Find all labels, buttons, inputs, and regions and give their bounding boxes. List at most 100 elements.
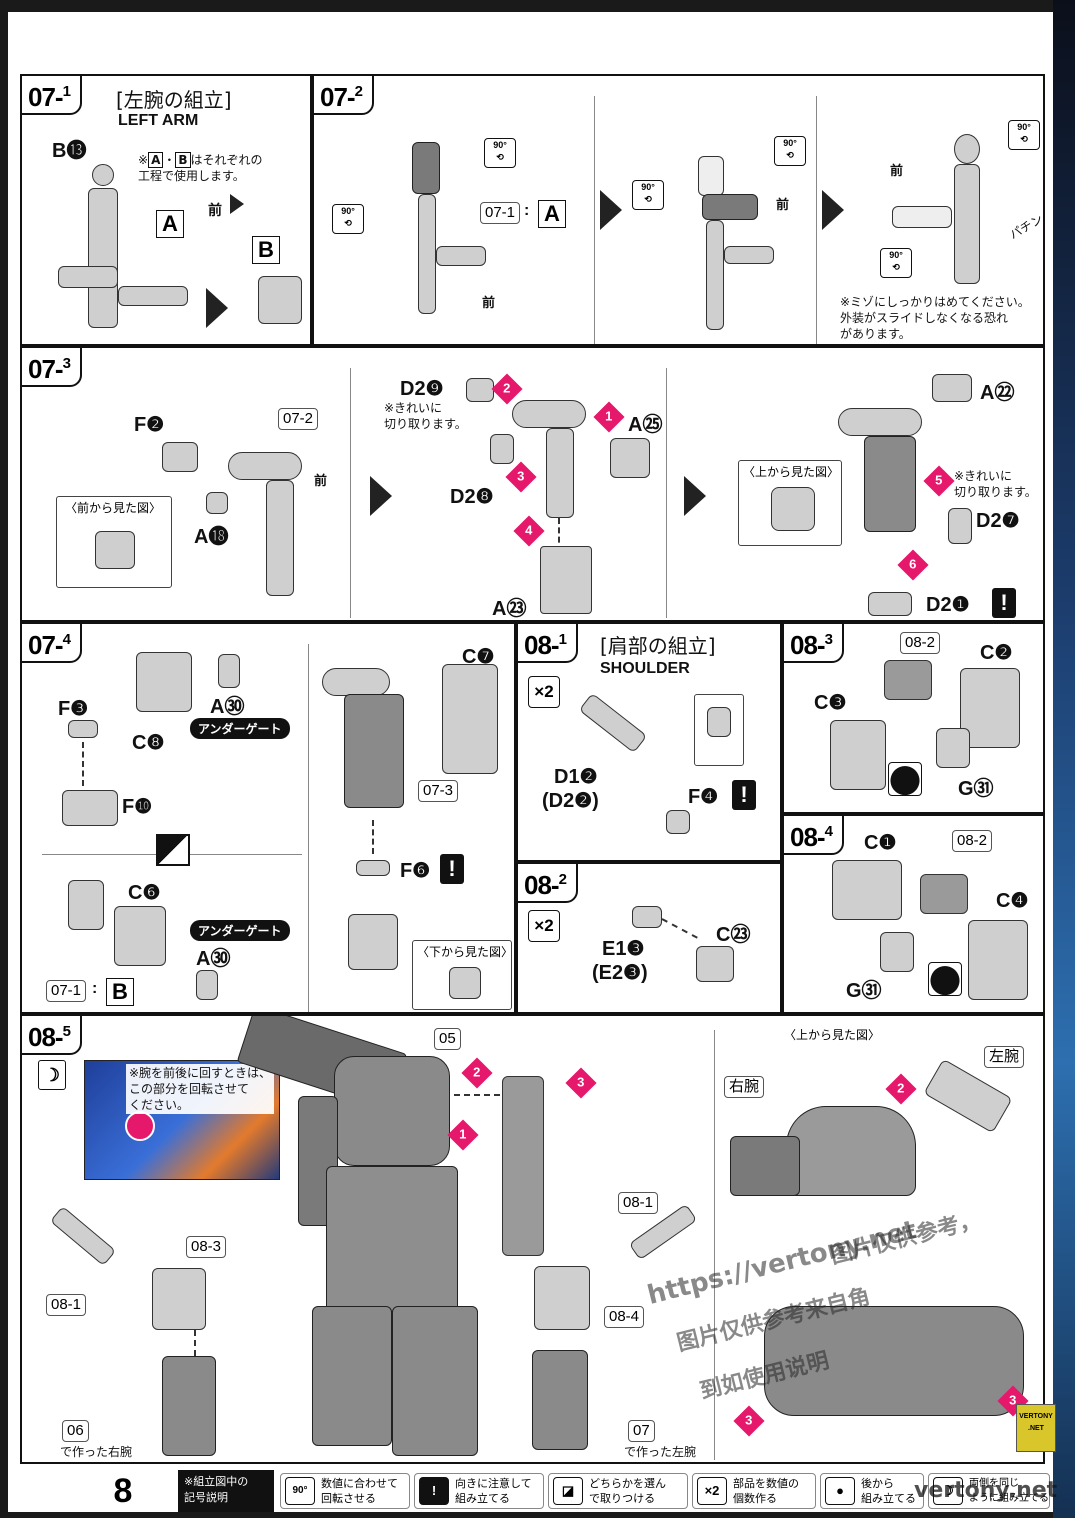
shoulder-joint-part [322, 668, 390, 696]
front-label: 前 [314, 473, 328, 488]
shoulder-joint-part [228, 452, 302, 480]
part-c7 [442, 664, 498, 774]
page-number: 8 [78, 1470, 168, 1512]
part-c4 [968, 920, 1028, 1000]
ref-07-1: 07-1 [46, 980, 87, 1002]
mirror-both-sides-icon: ☽ [38, 1060, 66, 1090]
step-number: 08-5 [22, 1016, 82, 1055]
hand-part-b [258, 276, 302, 324]
part-label-c1: C❶ [864, 832, 897, 854]
panel-07-4: 07-4 A㉚ アンダーゲート F❸ C❽ F❿ C❻ アンダーゲート A㉚ 0… [20, 622, 516, 1014]
torso-top-view [786, 1106, 916, 1196]
part-g31 [936, 728, 970, 768]
shoulder-joint-part [412, 142, 440, 194]
made-right-arm-label: で作った右腕 [60, 1445, 133, 1459]
vertony-badge-logo: VERTONY.NET [1016, 1404, 1056, 1452]
ref-07-3: 07-3 [418, 780, 459, 802]
assembly-guide [372, 820, 374, 854]
clean-cut-note: ※きれいに 切り取ります。 [384, 401, 467, 431]
panel-08-2: 08-2 ×2 C㉓ E1❸ (E2❸) [516, 862, 782, 1014]
step-number: 07-4 [22, 624, 82, 663]
orientation-warning-icon: ! [440, 854, 464, 884]
ref-08-1: 08-1 [46, 1294, 87, 1316]
assembled-top-view [764, 1306, 1024, 1416]
part-g31 [880, 932, 914, 972]
ref-06: 06 [62, 1420, 89, 1442]
legend-title: ※組立図中の 記号説明 [178, 1470, 274, 1512]
divider [308, 644, 309, 1012]
ref-08-4: 08-4 [604, 1306, 645, 1328]
panel-08-3: 08-3 08-2 C❷ C❸ G㉛ [782, 622, 1045, 814]
rotate-90-icon: 90°⟲ [1008, 120, 1040, 150]
label-box-b: B [106, 978, 134, 1006]
next-step-arrow-icon [370, 476, 392, 516]
rotate-90-icon: 90°⟲ [484, 138, 516, 168]
legend-orientation: ! 向きに注意して 組み立てる [414, 1473, 544, 1509]
part-d21 [868, 592, 912, 616]
part-label-b13: B⓭ [52, 140, 87, 162]
arm-frame-part [706, 220, 724, 330]
part-label-e13: E1❸ [602, 938, 645, 960]
part-label-c4: C❹ [996, 890, 1029, 912]
step-marker-2: 2 [885, 1073, 917, 1105]
later-assembly-icon: ● [825, 1477, 855, 1505]
part-a18 [206, 492, 228, 514]
rotate-90-icon: 90°⟲ [332, 204, 364, 234]
front-view-box: 〈前から見た図〉 [56, 496, 172, 588]
part-label-d28: D2❽ [450, 486, 494, 508]
ref-07: 07 [628, 1420, 655, 1442]
shoulder-joint-part [702, 194, 758, 220]
part-label-f4: F❹ [688, 786, 719, 808]
step-number: 07-3 [22, 348, 82, 387]
ref-07-1: 07-1 [480, 202, 521, 224]
right-arm-top-view [730, 1136, 800, 1196]
left-arm-label: 左腕 [984, 1046, 1025, 1068]
part-a23 [540, 546, 592, 614]
shoulder-joint-part [512, 400, 586, 428]
front-label: 前 [482, 295, 496, 310]
part-label-d12: D1❷ [554, 766, 598, 788]
legend-text: どちらかを選ん で取りつける [589, 1477, 666, 1505]
legend-mirror: ☽ 両側を同じ ように組み立てる [928, 1473, 1050, 1509]
shoulder-joint-part [838, 408, 922, 436]
shoulder-08-3 [152, 1268, 206, 1330]
arm-side-ghost [892, 206, 952, 228]
legend-later: ● 後から 組み立てる [820, 1473, 924, 1509]
make-two-icon: ×2 [528, 910, 560, 942]
waist-part [326, 1166, 458, 1316]
panel-08-4: 08-4 C❶ 08-2 C❹ G㉛ [782, 814, 1045, 1014]
rotation-note: ※腕を前後に回すときは、 この部分を回転させて ください。 [126, 1064, 275, 1114]
arm-connector-part [118, 286, 188, 306]
panel-07-3: 07-3 F❷ 〈前から見た図〉 07-2 A⓲ 前 D2❾ ※きれいに 切り取… [20, 346, 1045, 622]
part-f6 [356, 860, 390, 876]
part-top-view [771, 487, 815, 531]
part-f10 [62, 790, 118, 826]
rotate-90-icon: 90°⟲ [774, 136, 806, 166]
step-marker-4: 4 [513, 515, 545, 547]
mirror-both-sides-icon: ☽ [933, 1477, 963, 1505]
assembly-guide [82, 742, 84, 786]
ref-08-2: 08-2 [952, 830, 993, 852]
step-marker-1: 1 [593, 401, 625, 433]
orientation-warning-icon: ! [992, 588, 1016, 618]
next-step-arrow-icon [822, 190, 844, 230]
part-f3 [68, 720, 98, 738]
panel-08-5: 08-5 ☽ ※腕を前後に回すときは、 この部分を回転させて ください。 05 … [20, 1014, 1045, 1464]
part-label-d29: D2❾ [400, 378, 444, 400]
part-c8 [136, 652, 192, 712]
right-arm-06 [162, 1356, 216, 1456]
arm-side-part [724, 246, 774, 264]
step-number: 07-2 [314, 76, 374, 115]
part-bottom-view [449, 967, 481, 999]
step-marker-2: 2 [461, 1057, 493, 1089]
part-c1 [832, 860, 902, 920]
part-label-a22: A㉒ [980, 382, 1015, 404]
right-arm-label: 右腕 [724, 1076, 765, 1098]
legend-count: ×2 部品を数値の 個数作る [692, 1473, 816, 1509]
step-number: 08-1 [518, 624, 578, 663]
legend-choose: ◪ どちらかを選ん で取りつける [548, 1473, 688, 1509]
part-a22 [932, 374, 972, 402]
choose-one-icon: ◪ [553, 1477, 583, 1505]
arm-frame-part [88, 188, 118, 328]
